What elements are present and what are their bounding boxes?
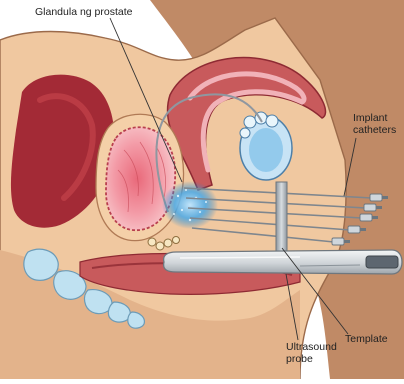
label-ultrasound-line2: probe [286, 354, 313, 365]
seminal-vesicle-inner [249, 128, 283, 172]
label-ultrasound-line1: Ultrasound [286, 342, 337, 353]
label-template: Template [345, 334, 388, 345]
label-implant-line2: catheters [353, 125, 396, 136]
ultrasound-probe [164, 250, 402, 274]
label-prostate: Glandula ng prostate [35, 7, 132, 18]
label-implant-line1: Implant [353, 113, 387, 124]
template-plate [276, 182, 287, 260]
